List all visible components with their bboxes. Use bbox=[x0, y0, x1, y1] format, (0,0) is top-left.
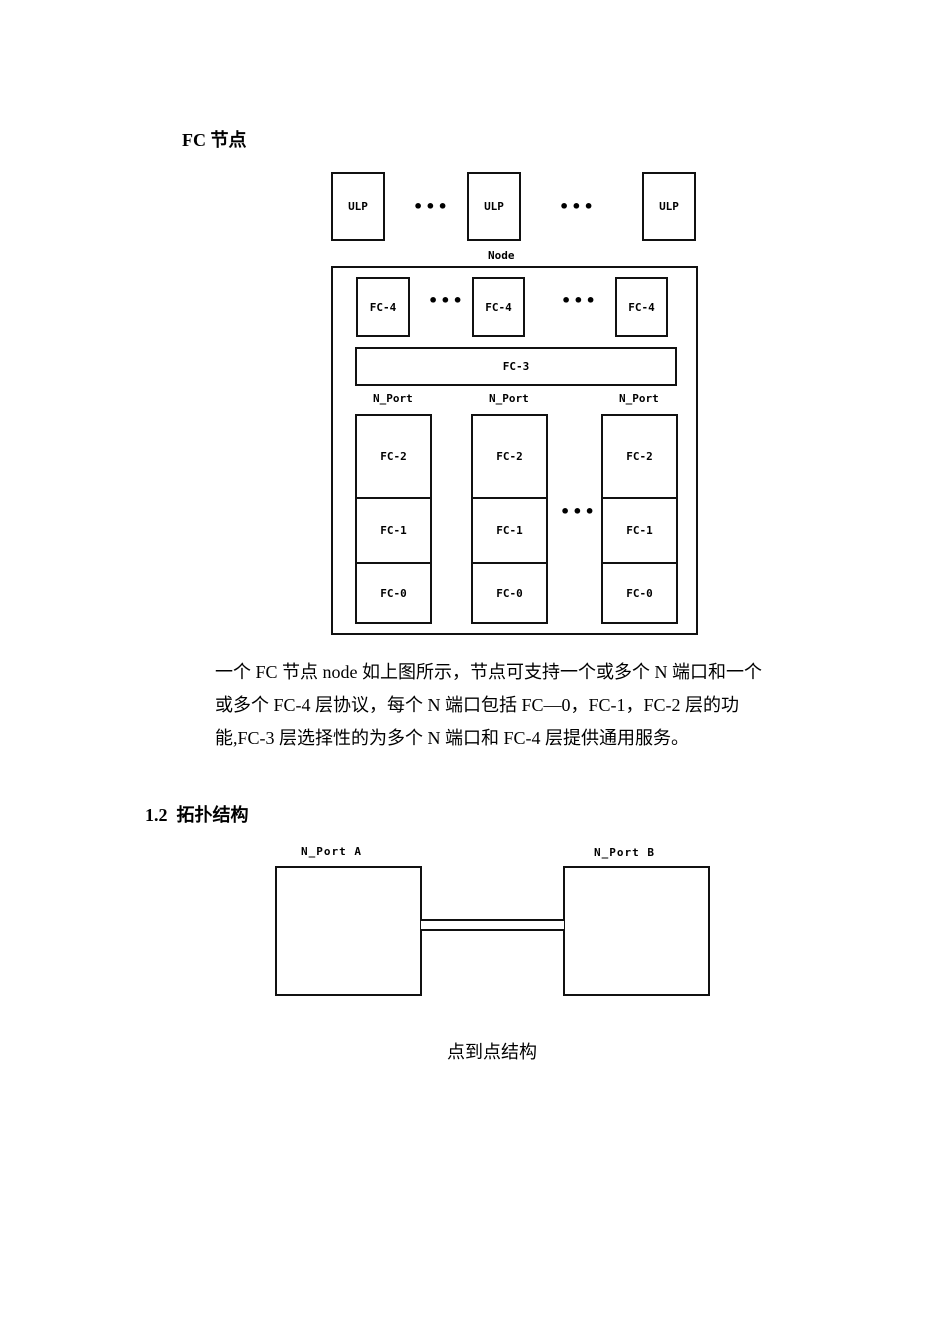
ulp-label: ULP bbox=[484, 200, 504, 213]
ulp-label: ULP bbox=[659, 200, 679, 213]
fc2-box: FC-2 bbox=[355, 414, 432, 499]
ulp-label: ULP bbox=[348, 200, 368, 213]
ellipsis-icon: ••• bbox=[428, 291, 465, 310]
fc0-box: FC-0 bbox=[355, 562, 432, 624]
fc4-box: FC-4 bbox=[615, 277, 668, 337]
ellipsis-icon: ••• bbox=[559, 197, 596, 216]
paragraph-line: 一个 FC 节点 node 如上图所示，节点可支持一个或多个 N 端口和一个 bbox=[215, 662, 763, 682]
fc3-box: FC-3 bbox=[355, 347, 677, 386]
fc0-box: FC-0 bbox=[471, 562, 548, 624]
link-line bbox=[421, 919, 564, 931]
fc-node-description: 一个 FC 节点 node 如上图所示，节点可支持一个或多个 N 端口和一个 或… bbox=[215, 656, 815, 755]
ellipsis-icon: ••• bbox=[561, 291, 598, 310]
fc1-box: FC-1 bbox=[471, 497, 548, 564]
ulp-box: ULP bbox=[331, 172, 385, 241]
node-label: Node bbox=[488, 249, 515, 262]
figure-caption: 点到点结构 bbox=[447, 1042, 537, 1062]
ulp-box: ULP bbox=[467, 172, 521, 241]
n-port-a-label: N_Port A bbox=[301, 845, 362, 858]
n-port-b-box bbox=[563, 866, 710, 996]
section-heading-topology: 1.2 拓扑结构 bbox=[145, 805, 249, 825]
fc0-label: FC-0 bbox=[626, 586, 653, 600]
fc4-label: FC-4 bbox=[485, 300, 512, 314]
fc4-box: FC-4 bbox=[356, 277, 410, 337]
fc4-label: FC-4 bbox=[369, 300, 397, 314]
n-port-b-label: N_Port B bbox=[594, 846, 655, 859]
fc0-label: FC-0 bbox=[380, 586, 407, 600]
paragraph-line: 能,FC-3 层选择性的为多个 N 端口和 FC-4 层提供通用服务。 bbox=[215, 728, 690, 748]
fc1-label: FC-1 bbox=[496, 524, 523, 537]
n-port-label: N_Port bbox=[373, 392, 413, 405]
fc0-label: FC-0 bbox=[496, 586, 523, 600]
n-port-a-box bbox=[275, 866, 422, 996]
point-to-point-diagram: N_Port A N_Port B bbox=[275, 845, 710, 996]
fc2-box: FC-2 bbox=[471, 414, 548, 499]
fc2-label: FC-2 bbox=[496, 450, 523, 463]
section-heading-fc-node: FC 节点 bbox=[182, 130, 247, 150]
fc1-label: FC-1 bbox=[626, 524, 653, 537]
fc-node-diagram: ULP ••• ULP ••• ULP Node FC-4 ••• FC-4 •… bbox=[0, 0, 950, 640]
n-port-label: N_Port bbox=[489, 392, 529, 405]
fc2-label: FC-2 bbox=[380, 450, 407, 463]
fc4-box: FC-4 bbox=[472, 277, 525, 337]
ellipsis-icon: ••• bbox=[560, 502, 597, 521]
fc3-label: FC-3 bbox=[502, 360, 530, 373]
n-port-label: N_Port bbox=[619, 392, 659, 405]
fc1-label: FC-1 bbox=[380, 524, 407, 537]
ellipsis-icon: ••• bbox=[413, 197, 450, 216]
fc0-box: FC-0 bbox=[601, 562, 678, 624]
fc2-label: FC-2 bbox=[626, 450, 653, 463]
ulp-box: ULP bbox=[642, 172, 696, 241]
fc4-label: FC-4 bbox=[628, 300, 655, 314]
paragraph-line: 或多个 FC-4 层协议，每个 N 端口包括 FC—0，FC-1，FC-2 层的… bbox=[215, 695, 740, 715]
